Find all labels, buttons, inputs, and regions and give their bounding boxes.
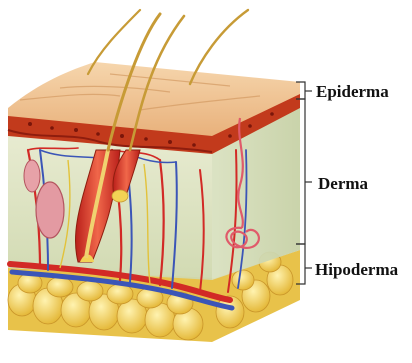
epidermis-label: Epiderma [316,82,389,102]
hypodermis-label: Hipoderma [315,260,398,280]
dermis-label: Derma [318,174,368,194]
